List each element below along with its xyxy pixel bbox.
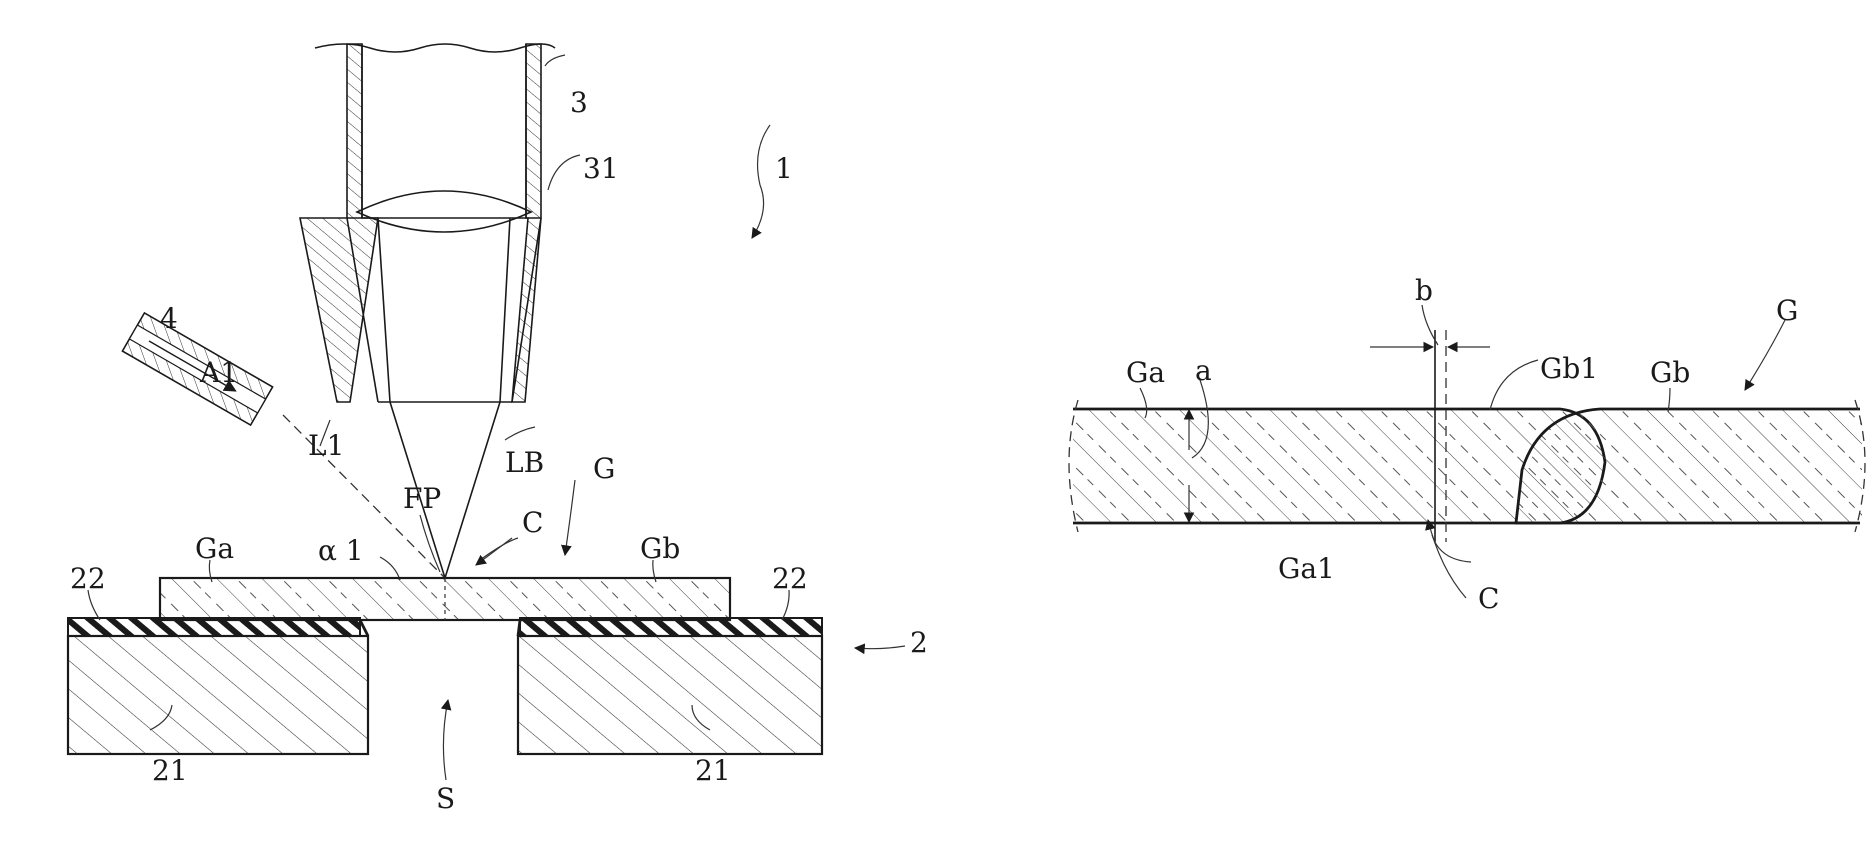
base-right (518, 636, 822, 754)
angle-arc (380, 557, 400, 580)
base-left (68, 636, 368, 754)
label-beam-LB: LB (505, 446, 544, 479)
label-gas-flow-A1: A1 (199, 356, 238, 389)
label-lens-31: 31 (583, 152, 619, 185)
label-gap-b: b (1415, 274, 1433, 307)
label-pad-22-left: 22 (70, 562, 106, 595)
laser-nozzle (300, 44, 555, 402)
glass-piece-b (1516, 409, 1862, 523)
label-base-21-left: 21 (152, 754, 188, 787)
label-edge-Gb1: Gb1 (1540, 352, 1598, 385)
label-glass-G: G (593, 452, 615, 485)
gas-nozzle (122, 313, 272, 425)
label-edge-Ga1: Ga1 (1278, 552, 1335, 585)
right-view: b G Ga Gb a Gb1 Ga1 C (1069, 274, 1865, 615)
pad-left (68, 618, 360, 636)
label-glass-Ga: Ga (195, 532, 234, 565)
label-focus-FP: FP (403, 482, 441, 515)
label-gas-nozzle-4: 4 (160, 302, 178, 335)
label-cut-C-right: C (1478, 582, 1499, 615)
label-base-21-right: 21 (695, 754, 731, 787)
label-angle-alpha1: α 1 (318, 534, 364, 567)
label-glass-G-right: G (1776, 294, 1798, 327)
left-view: 1 3 31 4 A1 L1 LB FP C G Ga Gb α 1 22 22… (68, 44, 928, 815)
label-table-2: 2 (910, 626, 928, 659)
label-device-1: 1 (775, 152, 793, 185)
label-thickness-a: a (1195, 354, 1212, 387)
label-cut-C: C (522, 506, 543, 539)
label-gas-axis-L1: L1 (308, 429, 344, 462)
label-part-Gb: Gb (1650, 356, 1690, 389)
label-part-Ga: Ga (1126, 356, 1165, 389)
label-glass-Gb: Gb (640, 532, 680, 565)
label-nozzle-3: 3 (570, 86, 588, 119)
label-space-S: S (436, 782, 455, 815)
label-pad-22-right: 22 (772, 562, 808, 595)
pad-right (520, 618, 822, 636)
